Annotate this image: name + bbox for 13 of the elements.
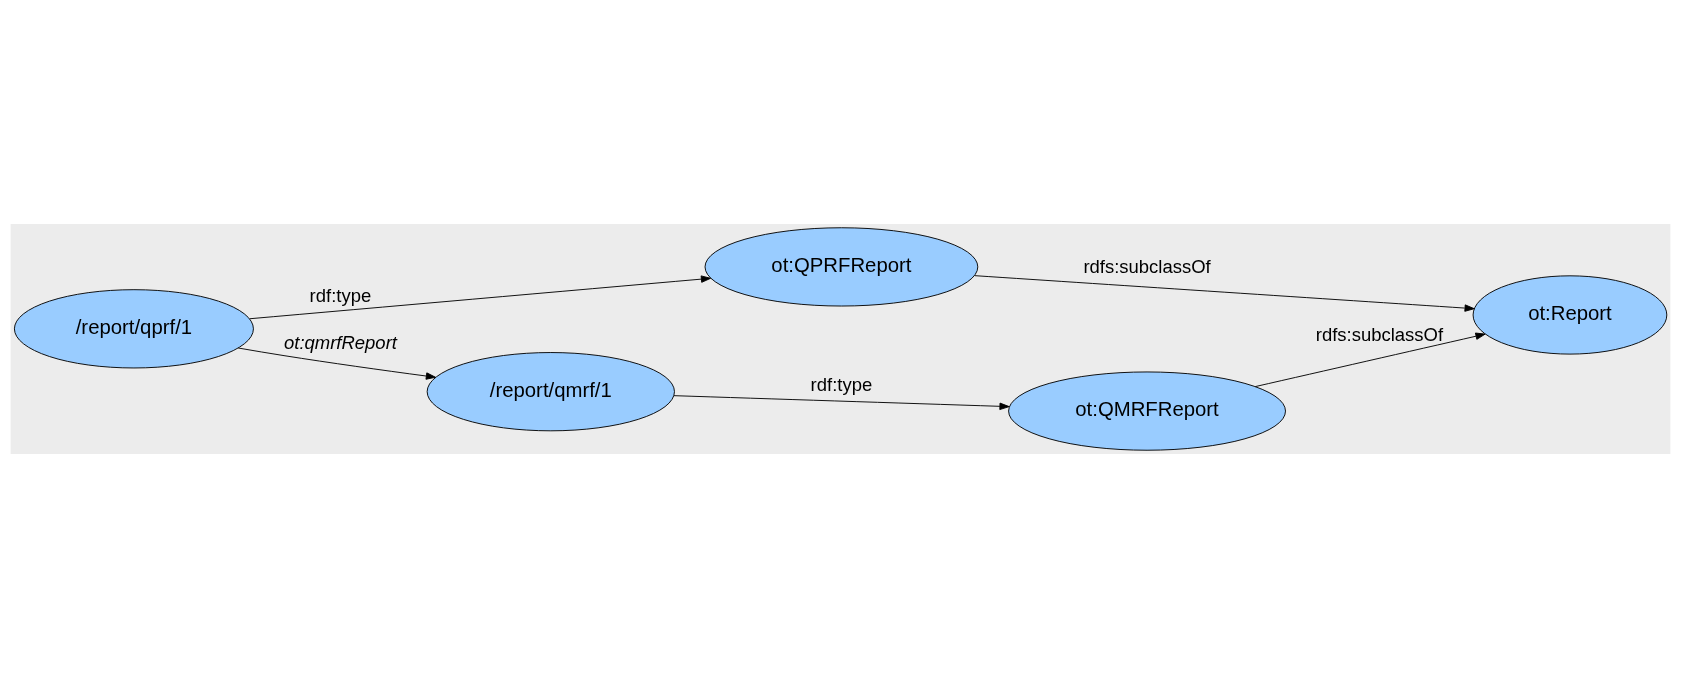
edge-label: rdfs:subclassOf — [1315, 323, 1444, 345]
arrow — [673, 395, 1010, 410]
edge-label: rdf:type — [810, 373, 873, 395]
node-ellipse: ot:QMRFReport — [1008, 371, 1286, 451]
node-ellipse: ot:QPRFReport — [704, 227, 979, 307]
arrow — [237, 347, 436, 380]
edge-label: rdf:type — [309, 285, 372, 307]
edge-label: ot:qmrfReport — [284, 332, 397, 354]
arrow — [974, 275, 1475, 312]
node-ellipse: /report/qprf/1 — [13, 289, 254, 369]
edge-label: rdfs:subclassOf — [1083, 256, 1211, 278]
arrow — [1254, 332, 1486, 388]
arrow — [249, 275, 712, 320]
